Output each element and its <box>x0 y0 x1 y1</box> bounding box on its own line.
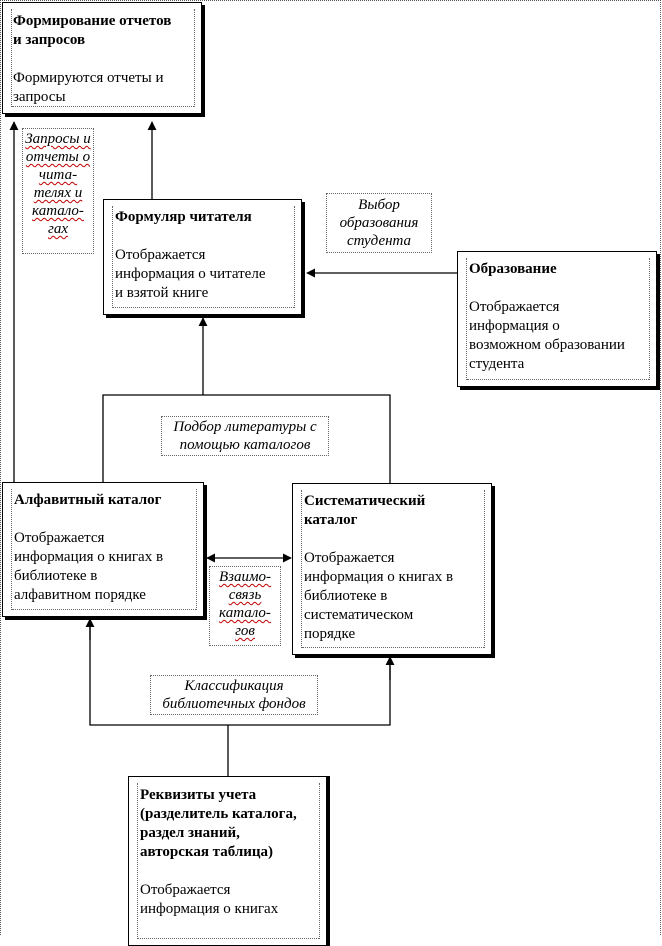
box-alphabetic-catalog: Алфавитный каталог Отображается информац… <box>2 482 204 617</box>
box-systematic-catalog-title: Систематический каталог <box>304 493 426 528</box>
box-systematic-catalog-desc: Отображается информация о книгах в библи… <box>304 550 454 642</box>
label-classification: Классификация библиотечных фондов <box>150 675 318 715</box>
box-reader-form: Формуляр читателя Отображается информаци… <box>103 199 302 315</box>
box-systematic-catalog: Систематический каталог Отображается инф… <box>292 483 492 655</box>
box-reports-title: Формирование отчетов и запросов <box>13 13 172 48</box>
label-interrelation: Взаимо- связь катало- гов <box>209 566 281 646</box>
box-requisites: Реквизиты учета (разделитель каталога, р… <box>128 776 327 946</box>
box-reports-desc: Формируются отчеты и запросы <box>13 70 164 105</box>
label-education-choice: Выбор образования студента <box>326 193 432 253</box>
label-queries-reports: Запросы и отчеты о чита- телях и катало-… <box>22 128 94 254</box>
box-requisites-title: Реквизиты учета (разделитель каталога, р… <box>140 787 297 860</box>
line-catalogs-junction <box>102 394 391 483</box>
box-alphabetic-catalog-title: Алфавитный каталог <box>14 492 162 508</box>
box-reports: Формирование отчетов и запросов Формирую… <box>2 2 202 114</box>
box-education-desc: Отображается информация о возможном обра… <box>469 299 625 372</box>
box-reader-form-desc: Отображается информация о читателе и взя… <box>115 247 266 301</box>
box-reader-form-title: Формуляр читателя <box>115 209 252 225</box>
line-classification-branch <box>89 620 391 726</box>
box-education: Образование Отображается информация о во… <box>457 251 657 387</box>
box-education-title: Образование <box>469 261 557 277</box>
box-alphabetic-catalog-desc: Отображается информация о книгах в библи… <box>14 530 164 603</box>
box-requisites-desc: Отображается информация о книгах <box>140 882 279 917</box>
label-literature-selection: Подбор литературы с помощью каталогов <box>161 416 329 456</box>
